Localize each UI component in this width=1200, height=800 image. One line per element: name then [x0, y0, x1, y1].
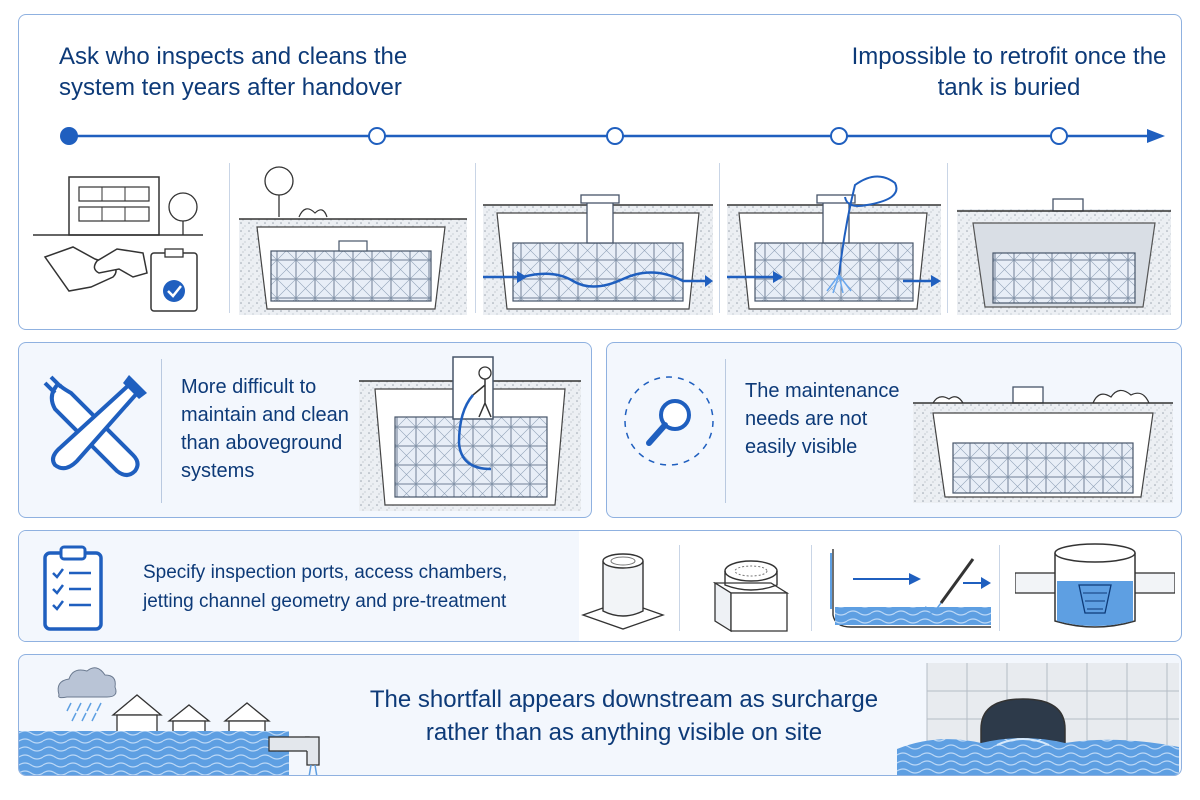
new-buried-tank-icon	[239, 166, 467, 315]
wrench-brush-icon	[43, 375, 147, 477]
handover-icon	[33, 176, 203, 312]
downstream-text: The shortfall appears downstream as surc…	[369, 686, 879, 746]
timeline-panel: Ask who inspects and cleans the system t…	[18, 14, 1182, 330]
surcharged-culvert-icon	[897, 663, 1179, 775]
timeline-right-caption: Impossible to retrofit once the tank is …	[851, 43, 1167, 101]
timeline-node-3	[606, 127, 624, 145]
timeline-node-2	[368, 127, 386, 145]
inspection-port-icon	[581, 553, 665, 630]
silted-buried-tank-icon	[957, 198, 1171, 315]
timeline-node-4	[830, 127, 848, 145]
visibility-panel: The maintenance needs are not easily vis…	[606, 342, 1182, 518]
timeline-node-5	[1050, 127, 1068, 145]
tank-inspection-flow-icon	[483, 194, 713, 315]
maintain-panel: More difficult to maintain and clean tha…	[18, 342, 592, 518]
visibility-text: The maintenance needs are not easily vis…	[745, 380, 900, 458]
person-in-tank-icon	[359, 356, 581, 511]
timeline-left-caption: Ask who inspects and cleans the system t…	[59, 43, 408, 101]
jetting-channel-icon	[830, 549, 991, 628]
specify-text: Specify inspection ports, access chamber…	[143, 562, 508, 612]
specify-panel: Specify inspection ports, access chamber…	[18, 530, 1182, 642]
timeline-arrow	[60, 127, 1165, 145]
magnifier-icon	[624, 376, 714, 466]
downstream-panel: The shortfall appears downstream as surc…	[18, 654, 1182, 776]
pretreatment-filter-icon	[1015, 543, 1175, 628]
timeline-node-1	[60, 127, 78, 145]
flooded-houses-icon	[19, 667, 320, 775]
checklist-clipboard-icon	[43, 545, 103, 631]
tank-jetting-icon	[727, 175, 941, 315]
access-chamber-icon	[712, 560, 790, 633]
hidden-tank-icon	[913, 386, 1173, 503]
maintain-text: More difficult to maintain and clean tha…	[181, 376, 349, 482]
